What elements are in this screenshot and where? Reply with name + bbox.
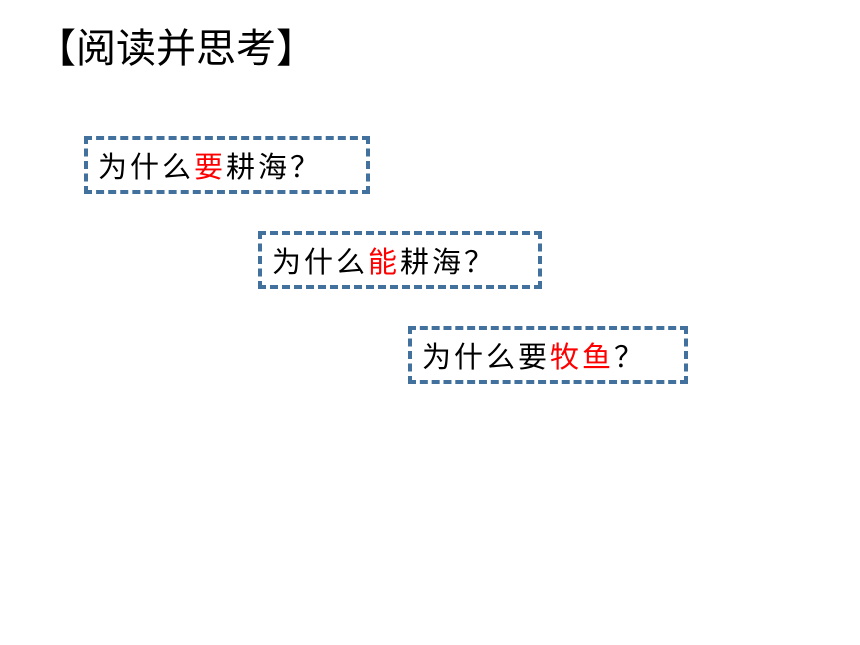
question-suffix: 耕海？ [400, 245, 497, 279]
question-box-why-need-ocean-farming: 为什么要耕海？ [84, 136, 370, 194]
slide-title: 【阅读并思考】 [36, 26, 316, 72]
question-prefix: 为什么 [272, 245, 369, 279]
question-suffix: ？ [614, 340, 647, 374]
question-highlight: 要 [194, 150, 227, 184]
question-box-why-fish-ranching: 为什么要牧鱼？ [408, 326, 688, 384]
question-highlight: 牧鱼 [550, 340, 615, 374]
question-prefix: 为什么要 [422, 340, 551, 374]
question-highlight: 能 [368, 245, 401, 279]
question-prefix: 为什么 [98, 150, 195, 184]
question-suffix: 耕海？ [226, 150, 323, 184]
question-box-why-can-ocean-farming: 为什么能耕海？ [258, 231, 542, 289]
